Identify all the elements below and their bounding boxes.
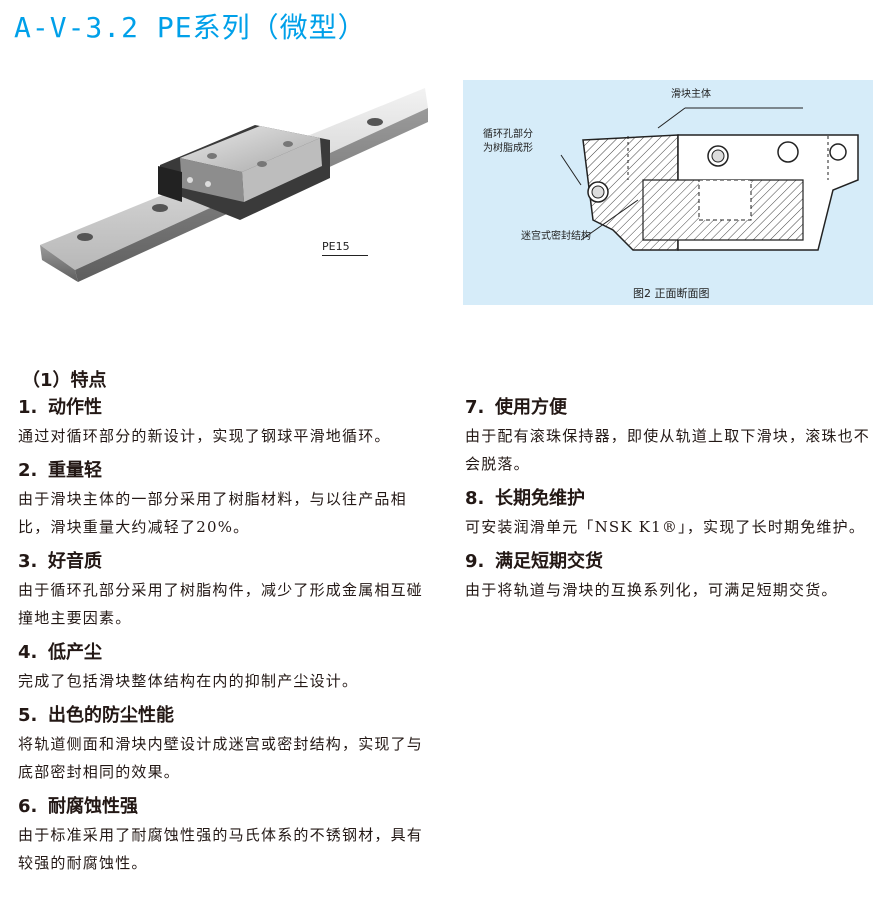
feature-title: 3. 好音质 <box>18 548 438 576</box>
product-photo <box>30 70 430 300</box>
feature-item: 2. 重量轻由于滑块主体的一部分采用了树脂材料，与以往产品相比，滑块重量大约减轻了… <box>18 457 438 541</box>
photo-caption: PE15 <box>322 240 368 256</box>
features-heading: （1）特点 <box>22 370 107 391</box>
feature-number: 1. <box>18 397 38 418</box>
feature-title-text: 长期免维护 <box>495 488 585 509</box>
feature-title: 1. 动作性 <box>18 394 438 422</box>
feature-title: 4. 低产尘 <box>18 639 438 667</box>
feature-description: 由于将轨道与滑块的互换系列化，可满足短期交货。 <box>465 581 838 599</box>
feature-item: 8. 长期免维护可安装润滑单元「NSK K1®」，实现了长时期免维护。 <box>465 485 885 541</box>
feature-number: 6. <box>18 796 38 817</box>
feature-title-text: 满足短期交货 <box>495 551 603 572</box>
feature-title-text: 使用方便 <box>495 397 567 418</box>
feature-description: 将轨道侧面和滑块内壁设计成迷宫或密封结构，实现了与底部密封相同的效果。 <box>18 735 424 781</box>
feature-title: 9. 满足短期交货 <box>465 548 885 576</box>
feature-title: 6. 耐腐蚀性强 <box>18 793 438 821</box>
feature-description: 由于标准采用了耐腐蚀性强的马氏体系的不锈钢材，具有较强的耐腐蚀性。 <box>18 826 424 872</box>
feature-title: 5. 出色的防尘性能 <box>18 702 438 730</box>
label-labyrinth-seal: 迷宫式密封结构 <box>521 231 591 242</box>
feature-number: 7. <box>465 397 485 418</box>
feature-number: 4. <box>18 642 38 663</box>
feature-item: 1. 动作性通过对循环部分的新设计，实现了钢球平滑地循环。 <box>18 394 438 450</box>
page-title: A-V-3.2 PE系列（微型） <box>14 11 367 44</box>
feature-title-text: 重量轻 <box>48 460 102 481</box>
feature-description: 由于配有滚珠保持器，即使从轨道上取下滑块，滚珠也不会脱落。 <box>465 427 871 473</box>
feature-item: 4. 低产尘完成了包括滑块整体结构在内的抑制产尘设计。 <box>18 639 438 695</box>
feature-title: 7. 使用方便 <box>465 394 885 422</box>
feature-number: 9. <box>465 551 485 572</box>
features-column-left: 1. 动作性通过对循环部分的新设计，实现了钢球平滑地循环。 2. 重量轻由于滑块主体的… <box>18 394 438 884</box>
feature-item: 9. 满足短期交货由于将轨道与滑块的互换系列化，可满足短期交货。 <box>465 548 885 604</box>
feature-title-text: 低产尘 <box>48 642 102 663</box>
feature-description: 由于滑块主体的一部分采用了树脂材料，与以往产品相比，滑块重量大约减轻了20%。 <box>18 490 407 536</box>
features-column-right: 7. 使用方便由于配有滚珠保持器，即使从轨道上取下滑块，滚珠也不会脱落。 8. 长期免… <box>465 394 885 611</box>
feature-title-text: 动作性 <box>48 397 102 418</box>
feature-title: 2. 重量轻 <box>18 457 438 485</box>
label-block-body: 滑块主体 <box>671 89 711 100</box>
label-recirculation: 循环孔部分 为树脂成形 <box>483 129 533 154</box>
figure-caption: 图2 正面断面图 <box>633 287 710 300</box>
feature-title-text: 出色的防尘性能 <box>48 705 174 726</box>
feature-item: 6. 耐腐蚀性强由于标准采用了耐腐蚀性强的马氏体系的不锈钢材，具有较强的耐腐蚀性。 <box>18 793 438 877</box>
feature-item: 5. 出色的防尘性能将轨道侧面和滑块内壁设计成迷宫或密封结构，实现了与底部密封相同… <box>18 702 438 786</box>
feature-title-text: 好音质 <box>48 551 102 572</box>
feature-description: 通过对循环部分的新设计，实现了钢球平滑地循环。 <box>18 427 391 445</box>
feature-description: 完成了包括滑块整体结构在内的抑制产尘设计。 <box>18 672 359 690</box>
cross-section-figure: 滑块主体 循环孔部分 为树脂成形 迷宫式密封结构 图2 正面断面图 <box>463 80 873 305</box>
feature-title: 8. 长期免维护 <box>465 485 885 513</box>
feature-number: 8. <box>465 488 485 509</box>
feature-item: 7. 使用方便由于配有滚珠保持器，即使从轨道上取下滑块，滚珠也不会脱落。 <box>465 394 885 478</box>
feature-item: 3. 好音质由于循环孔部分采用了树脂构件，减少了形成金属相互碰撞地主要因素。 <box>18 548 438 632</box>
feature-number: 5. <box>18 705 38 726</box>
feature-description: 可安装润滑单元「NSK K1®」，实现了长时期免维护。 <box>465 518 866 536</box>
feature-description: 由于循环孔部分采用了树脂构件，减少了形成金属相互碰撞地主要因素。 <box>18 581 424 627</box>
feature-number: 3. <box>18 551 38 572</box>
feature-number: 2. <box>18 460 38 481</box>
feature-title-text: 耐腐蚀性强 <box>48 796 138 817</box>
